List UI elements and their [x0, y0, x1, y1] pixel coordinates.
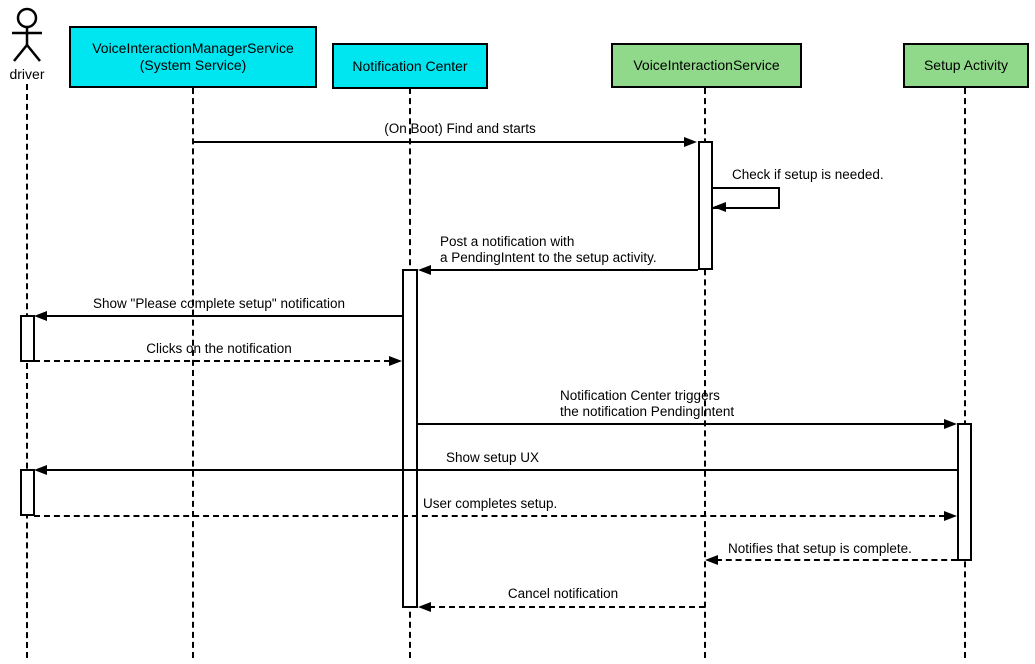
message-label: Show "Please complete setup" notificatio…: [93, 296, 345, 311]
arrowhead-right-icon: [684, 137, 697, 147]
message-line-triggers-pendingintent: [418, 423, 945, 425]
arrowhead-right-icon: [389, 356, 402, 366]
activation-driver-1: [20, 315, 35, 362]
participant-label: VoiceInteractionManagerService (System S…: [92, 40, 294, 73]
message-line-post-a-notification: [429, 269, 698, 271]
arrowhead-left-icon: [713, 202, 726, 212]
message-label: (On Boot) Find and starts: [384, 121, 536, 136]
message-line-user-completes-setup: [34, 515, 945, 517]
message-label: Notifies that setup is complete.: [728, 541, 912, 556]
lifeline-setup-activity: [964, 88, 966, 658]
activation-setup-activity: [957, 423, 972, 561]
message-label: User completes setup.: [423, 496, 558, 511]
message-line-show-setup-notification: [45, 315, 402, 317]
arrowhead-left-icon: [418, 265, 431, 275]
message-line-check-if-setup-is-needed: [713, 187, 780, 209]
message-line-clicks-on-notification: [34, 360, 390, 362]
lifeline-driver: [26, 84, 28, 658]
message-line-show-setup-ux: [45, 469, 957, 471]
arrowhead-right-icon: [944, 419, 957, 429]
message-label: Cancel notification: [507, 586, 619, 601]
actor-driver-label: driver: [9, 66, 45, 82]
message-line-cancel-notification: [429, 606, 705, 608]
participant-voice-interaction-service: VoiceInteractionService: [611, 43, 802, 88]
message-label: Check if setup is needed.: [732, 167, 884, 182]
person-icon: [12, 7, 42, 62]
activation-notification-center: [402, 269, 418, 608]
arrowhead-right-icon: [944, 511, 957, 521]
arrowhead-left-icon: [418, 602, 431, 612]
participant-notification-center: Notification Center: [332, 43, 488, 89]
arrowhead-left-icon: [705, 555, 718, 565]
participant-voice-interaction-manager-service: VoiceInteractionManagerService (System S…: [69, 26, 317, 88]
participant-setup-activity: Setup Activity: [903, 43, 1029, 88]
message-line-on-boot-find-and-starts: [193, 141, 686, 143]
message-label: Post a notification with a PendingIntent…: [440, 234, 657, 265]
participant-label: Notification Center: [352, 57, 468, 74]
arrowhead-left-icon: [34, 465, 47, 475]
activation-voice-interaction-service: [698, 141, 713, 270]
arrowhead-left-icon: [34, 311, 47, 321]
lifeline-voice-interaction-manager-service: [192, 88, 194, 658]
lifeline-voice-interaction-service: [704, 88, 706, 658]
message-line-notifies-setup-complete: [716, 559, 957, 561]
message-label: Notification Center triggers the notific…: [560, 388, 735, 419]
activation-driver-2: [20, 469, 35, 516]
message-label: Show setup UX: [446, 450, 540, 465]
participant-label: VoiceInteractionService: [633, 57, 780, 73]
participant-label: Setup Activity: [923, 57, 1009, 73]
message-label: Clicks on the notification: [146, 341, 292, 356]
